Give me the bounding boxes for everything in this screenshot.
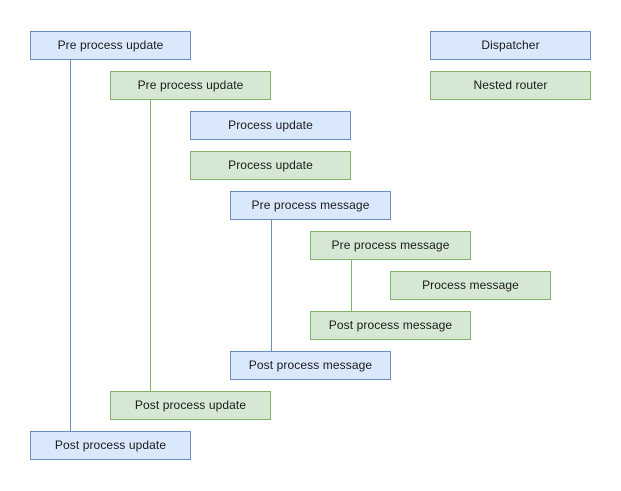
flow-node-3[interactable]: Process update bbox=[190, 111, 351, 140]
flow-connector-3 bbox=[271, 220, 272, 351]
flow-node-11[interactable]: Post process update bbox=[30, 431, 191, 460]
flow-node-7[interactable]: Process message bbox=[390, 271, 551, 300]
flow-connector-2 bbox=[150, 100, 151, 391]
flow-node-8[interactable]: Post process message bbox=[310, 311, 471, 340]
legend-item-dispatcher: Dispatcher bbox=[430, 31, 591, 60]
flow-connector-4 bbox=[351, 260, 352, 311]
flow-node-10[interactable]: Post process update bbox=[110, 391, 271, 420]
legend-item-nested-router: Nested router bbox=[430, 71, 591, 100]
flow-node-5[interactable]: Pre process message bbox=[230, 191, 391, 220]
flow-node-9[interactable]: Post process message bbox=[230, 351, 391, 380]
flow-node-1[interactable]: Pre process update bbox=[30, 31, 191, 60]
flow-node-6[interactable]: Pre process message bbox=[310, 231, 471, 260]
flow-node-2[interactable]: Pre process update bbox=[110, 71, 271, 100]
flow-connector-1 bbox=[70, 60, 71, 431]
flow-node-4[interactable]: Process update bbox=[190, 151, 351, 180]
